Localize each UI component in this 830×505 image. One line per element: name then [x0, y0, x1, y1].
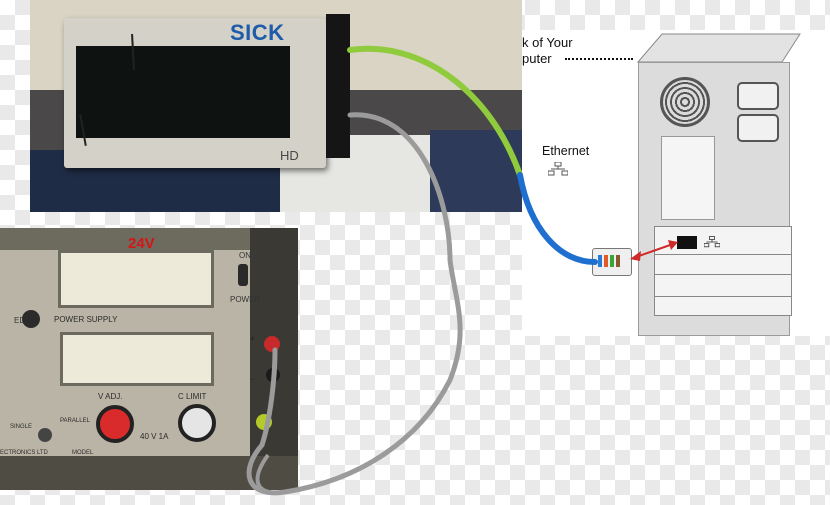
sick-sensor-housing: SICK HD [64, 18, 326, 168]
network-icon [703, 236, 721, 251]
mode-switch[interactable] [38, 428, 52, 442]
psu-title-prefix: ED [14, 316, 26, 325]
expansion-slot [654, 274, 792, 298]
manufacturer-logo [22, 310, 40, 328]
ethernet-label: Ethernet [542, 144, 590, 158]
rj45-connector [592, 248, 632, 276]
negative-terminal[interactable] [266, 368, 280, 382]
psu-top-strip [0, 228, 298, 250]
power-socket-icon [737, 82, 779, 110]
c-limit-knob[interactable] [178, 404, 216, 442]
power-switch[interactable] [238, 264, 248, 286]
fan-icon [660, 77, 710, 127]
rating-label: 40 V 1A [140, 432, 169, 441]
sick-display-window [76, 46, 290, 138]
psu-side-panel [250, 228, 298, 490]
v-adj-knob[interactable] [96, 405, 134, 443]
terminal-plus-label: + [250, 334, 256, 344]
v-adj-label: V ADJ. [98, 392, 123, 401]
parallel-label: PARALLEL [60, 418, 90, 424]
expansion-slot [654, 254, 792, 276]
sick-device-photo: SICK HD [30, 0, 522, 212]
callout-leader-line [565, 58, 633, 60]
sick-connector-bracket [326, 14, 350, 158]
ground-terminal[interactable] [256, 414, 272, 430]
serial-port-panel [661, 136, 715, 220]
pc-tower-top [636, 33, 801, 63]
current-meter [60, 332, 214, 386]
terminal-minus-label: - [250, 374, 253, 384]
sick-logo: SICK [230, 20, 285, 45]
voltage-meter [58, 250, 214, 308]
computer-callout-line1: k of Your [522, 35, 573, 50]
power-socket-icon [737, 114, 779, 142]
on-label: ON [239, 251, 251, 260]
computer-callout: k of Your puter [522, 35, 573, 67]
sick-model-label: HD [280, 148, 299, 163]
positive-terminal[interactable] [264, 336, 280, 352]
c-limit-label: C LIMIT [178, 392, 207, 401]
psu-base [0, 456, 298, 490]
model-label: MODEL [72, 450, 94, 456]
expansion-slot [654, 296, 792, 316]
computer-callout-line2: puter [522, 51, 552, 66]
voltage-annotation: 24V [128, 235, 155, 252]
single-label: SINGLE [10, 424, 33, 430]
power-label: POWER [230, 295, 261, 304]
network-icon [547, 161, 569, 179]
maker-label: ECTRONICS LTD [0, 450, 48, 456]
psu-title: POWER SUPPLY [54, 315, 118, 324]
photo-dark-box [430, 130, 522, 212]
expansion-slot-ethernet [654, 226, 792, 256]
lan-port [677, 236, 697, 249]
